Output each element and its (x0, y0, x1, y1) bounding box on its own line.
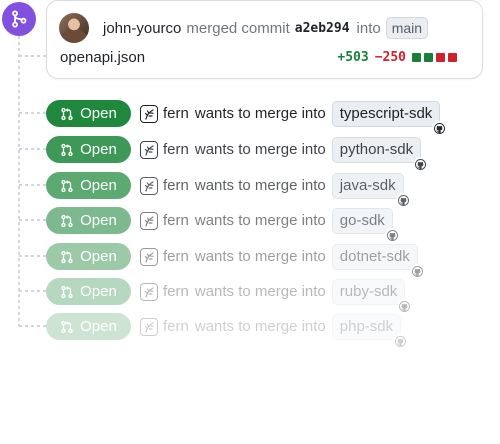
commit-action: merged commit (186, 19, 290, 37)
bot-name[interactable]: fern (163, 318, 189, 335)
pull-request-icon (61, 107, 73, 120)
fern-logo-icon (140, 176, 158, 195)
fern-logo-icon (140, 317, 158, 336)
pull-request-row[interactable]: Open fern wants to merge into ruby-sdk (46, 278, 413, 314)
merge-message: wants to merge into (194, 105, 326, 122)
diff-stat: +503 −250 (337, 50, 460, 65)
status-label: Open (80, 283, 117, 300)
status-label: Open (80, 105, 117, 122)
open-status-button[interactable]: Open (46, 243, 131, 270)
commit-card[interactable]: john-yourco merged commit a2eb294 into m… (46, 0, 483, 79)
github-icon (432, 120, 448, 136)
bot-name[interactable]: fern (163, 283, 189, 300)
fern-logo-icon (140, 247, 158, 266)
sdk-branch-badge[interactable]: java-sdk (331, 172, 404, 199)
diff-box (412, 53, 421, 62)
target-branch-badge[interactable]: main (385, 17, 429, 39)
timeline-connector (18, 36, 46, 327)
avatar[interactable] (59, 13, 89, 43)
pull-request-icon (61, 214, 73, 227)
pull-request-row[interactable]: Open fern wants to merge into go-sdk (46, 207, 400, 243)
pull-request-icon (61, 179, 73, 192)
fern-logo-icon (140, 211, 158, 230)
sdk-branch[interactable]: dotnet-sdk (331, 243, 425, 279)
fern-logo-icon (140, 140, 158, 159)
merge-message: wants to merge into (194, 212, 326, 229)
bot-name[interactable]: fern (163, 177, 189, 194)
open-status-button[interactable]: Open (46, 172, 131, 199)
bot-name[interactable]: fern (163, 105, 189, 122)
sdk-branch[interactable]: java-sdk (331, 172, 411, 208)
commit-sha[interactable]: a2eb294 (294, 20, 350, 36)
pull-request-row[interactable]: Open fern wants to merge into dotnet-sdk (46, 243, 425, 279)
merge-message: wants to merge into (194, 318, 326, 335)
diff-box (424, 53, 433, 62)
diff-box (436, 53, 445, 62)
pull-request-icon (61, 143, 73, 156)
pull-request-icon (61, 250, 73, 263)
commit-into-label: into (356, 19, 381, 37)
commit-header: john-yourco merged commit a2eb294 into m… (59, 13, 429, 43)
sdk-branch-badge[interactable]: go-sdk (331, 207, 393, 234)
pull-request-icon (61, 320, 73, 333)
sdk-branch-badge[interactable]: python-sdk (331, 136, 422, 163)
github-icon (397, 298, 413, 314)
sdk-branch-badge[interactable]: ruby-sdk (331, 278, 406, 305)
diff-box (448, 53, 457, 62)
sdk-branch[interactable]: typescript-sdk (331, 100, 448, 136)
sdk-branch[interactable]: ruby-sdk (331, 278, 413, 314)
merge-message: wants to merge into (194, 141, 326, 158)
pull-request-row[interactable]: Open fern wants to merge into java-sdk (46, 172, 411, 208)
github-icon (384, 227, 400, 243)
merge-message: wants to merge into (194, 283, 326, 300)
pull-request-row[interactable]: Open fern wants to merge into python-sdk (46, 136, 429, 172)
github-icon (413, 156, 429, 172)
bot-name[interactable]: fern (163, 212, 189, 229)
bot-name[interactable]: fern (163, 248, 189, 265)
fern-logo-icon (140, 104, 158, 123)
sdk-branch-badge[interactable]: dotnet-sdk (331, 243, 418, 270)
additions-count: +503 (337, 50, 369, 65)
status-label: Open (80, 177, 117, 194)
merge-message: wants to merge into (194, 177, 326, 194)
merge-node-icon (2, 2, 36, 36)
open-status-button[interactable]: Open (46, 100, 131, 127)
github-icon (409, 263, 425, 279)
sdk-branch[interactable]: php-sdk (331, 313, 409, 349)
status-label: Open (80, 248, 117, 265)
pull-request-row[interactable]: Open fern wants to merge into typescript… (46, 100, 448, 136)
sdk-branch-badge[interactable]: typescript-sdk (331, 100, 441, 127)
open-status-button[interactable]: Open (46, 313, 131, 340)
pull-request-row[interactable]: Open fern wants to merge into php-sdk (46, 313, 409, 349)
diff-boxes (412, 53, 460, 62)
commit-author[interactable]: john-yourco (103, 19, 182, 37)
pull-request-icon (61, 285, 73, 298)
sdk-branch-badge[interactable]: php-sdk (331, 313, 402, 340)
changed-file[interactable]: openapi.json (60, 49, 146, 66)
fern-logo-icon (140, 282, 158, 301)
merge-message: wants to merge into (194, 248, 326, 265)
open-status-button[interactable]: Open (46, 136, 131, 163)
open-status-button[interactable]: Open (46, 207, 131, 234)
github-icon (395, 192, 411, 208)
github-icon (393, 333, 409, 349)
sdk-branch[interactable]: python-sdk (331, 136, 429, 172)
sdk-branch[interactable]: go-sdk (331, 207, 400, 243)
deletions-count: −250 (374, 50, 406, 65)
bot-name[interactable]: fern (163, 141, 189, 158)
open-status-button[interactable]: Open (46, 278, 131, 305)
status-label: Open (80, 141, 117, 158)
status-label: Open (80, 212, 117, 229)
status-label: Open (80, 318, 117, 335)
